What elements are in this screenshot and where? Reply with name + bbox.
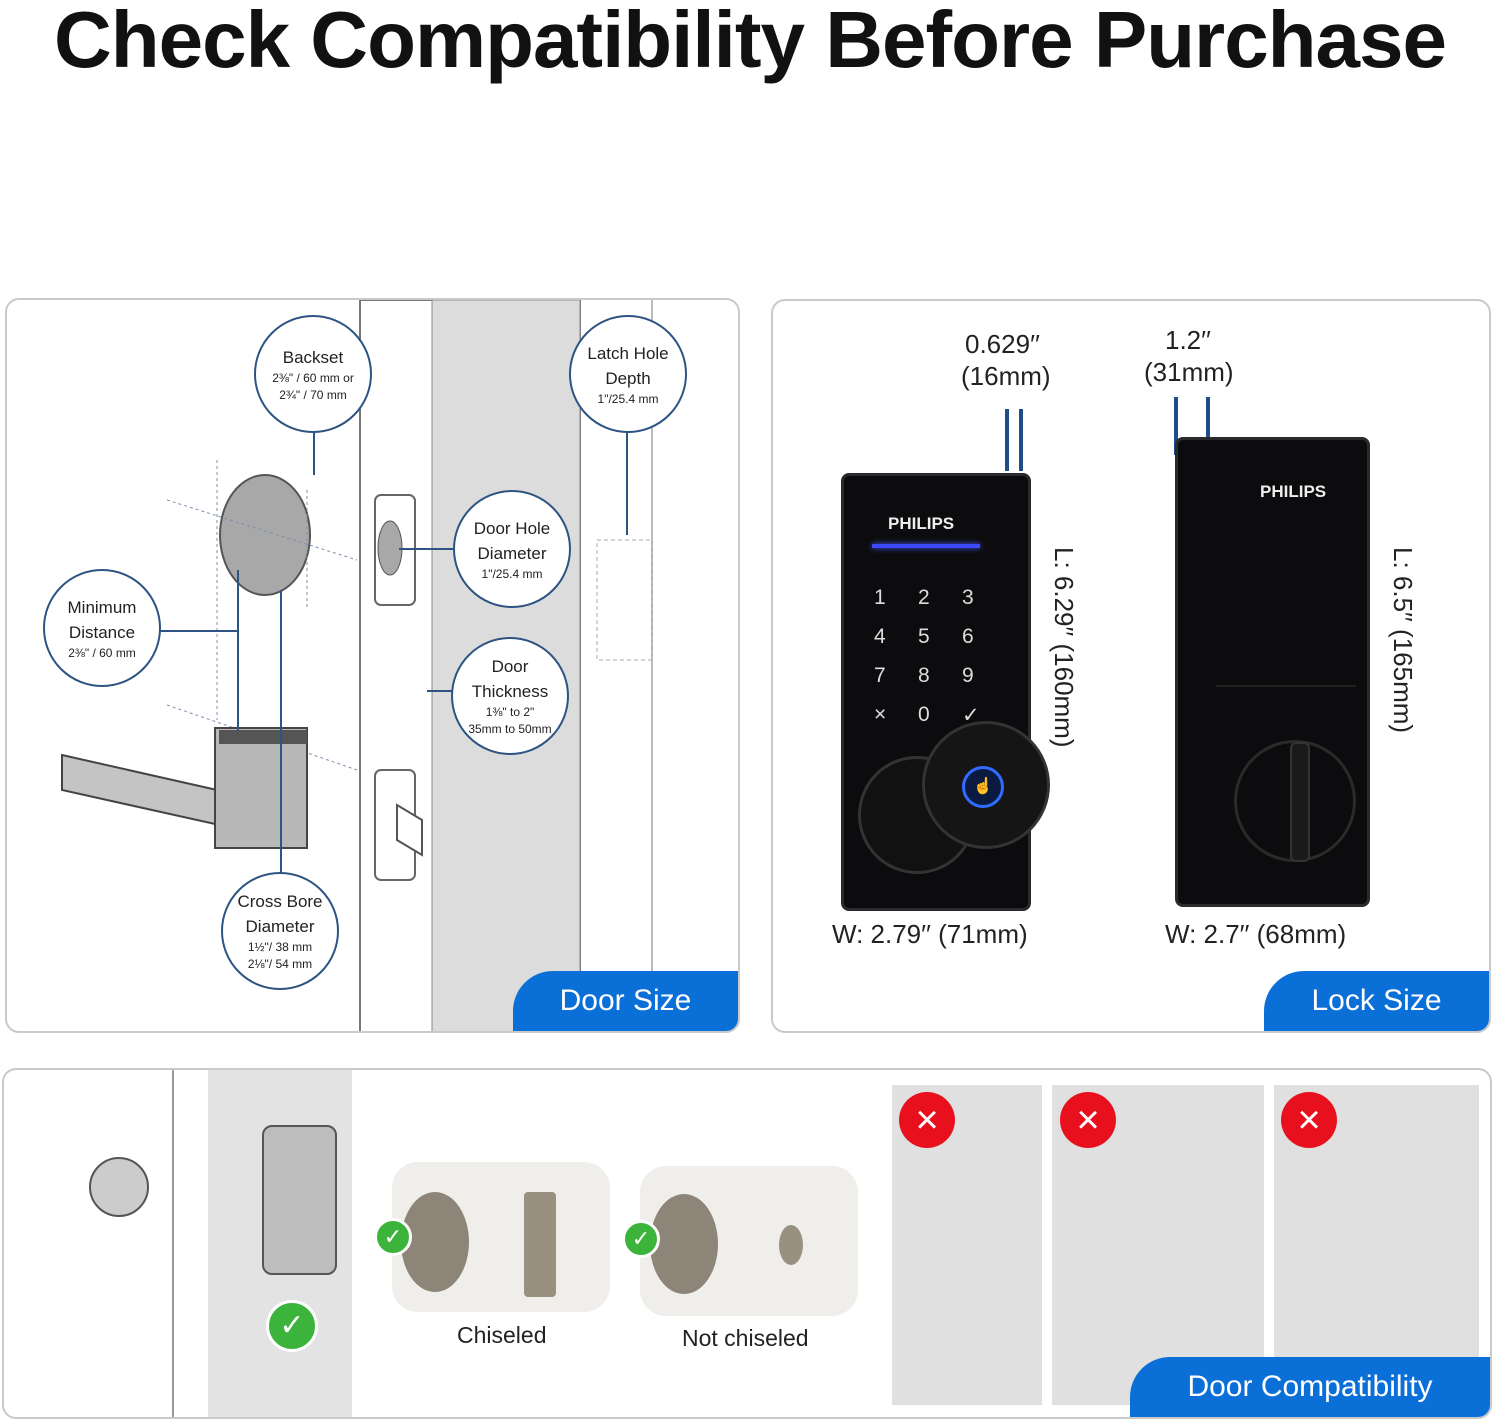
lock-size-tab: Lock Size: [1264, 971, 1489, 1031]
strike-plate: [262, 1125, 337, 1275]
back-lock-image: PHILIPS: [1175, 437, 1370, 907]
keypad-key: 5: [918, 625, 930, 648]
turn-piece: [1290, 742, 1310, 862]
keypad-key: 3: [962, 586, 974, 609]
bore-hole: [219, 474, 311, 596]
minimum-distance-callout: Minimum Distance 2⅜" / 60 mm: [43, 569, 161, 687]
not-compatible-icon: ×: [1281, 1092, 1337, 1148]
cross-bore-callout: Cross Bore Diameter 1½"/ 38 mm 2⅛"/ 54 m…: [221, 872, 339, 990]
keypad-key: 7: [874, 664, 886, 687]
door-thickness-callout: Door Thickness 1⅜" to 2" 35mm to 50mm: [451, 637, 569, 755]
door-size-panel: Backset 2⅜" / 60 mm or 2¾" / 70 mm Latch…: [5, 298, 740, 1033]
door-compat-panel: ✓ ✓ Chiseled ✓ Not chiseled × × × Door C…: [2, 1068, 1492, 1419]
keypad-key: ×: [874, 703, 887, 726]
keypad-key: 6: [962, 625, 974, 648]
backset-callout: Backset 2⅜" / 60 mm or 2¾" / 70 mm: [254, 315, 372, 433]
check-icon: ✓: [266, 1300, 318, 1352]
not-compatible-icon: ×: [899, 1092, 955, 1148]
door-size-tab: Door Size: [513, 971, 738, 1031]
chiseled-check-icon: ✓: [374, 1218, 412, 1256]
not-chiseled-check-icon: ✓: [622, 1220, 660, 1258]
latch-hole-depth-callout: Latch Hole Depth 1"/25.4 mm: [569, 315, 687, 433]
fingerprint-icon: ☝: [962, 766, 1004, 808]
keypad-key: 2: [918, 586, 930, 609]
keypad-key: 0: [918, 703, 930, 726]
deadbolt-cylinder: [89, 1157, 149, 1217]
keypad-key: 9: [962, 664, 974, 687]
keypad-key: 1: [874, 586, 886, 609]
keypad-key: 8: [918, 664, 930, 687]
door-hole-diameter-callout: Door Hole Diameter 1"/25.4 mm: [453, 490, 571, 608]
page-title: Check Compatibility Before Purchase: [53, 0, 1447, 84]
not-compatible-icon: ×: [1060, 1092, 1116, 1148]
door-compat-tab: Door Compatibility: [1130, 1357, 1490, 1417]
keypad-key: 4: [874, 625, 886, 648]
